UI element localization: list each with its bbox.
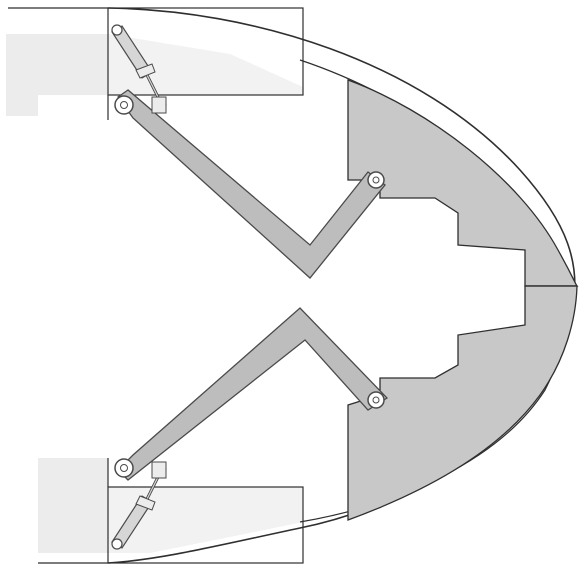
lower-frame-box	[107, 486, 304, 564]
upper-frame-box	[107, 7, 304, 96]
upper-arm-pivot	[114, 95, 134, 115]
lower-arm-door-pin-inner	[372, 396, 380, 404]
hull-background	[6, 34, 303, 553]
lower-arm-pivot-inner	[120, 464, 128, 472]
lower-deck-band	[38, 458, 108, 553]
upper-arm-door-pin-inner	[372, 176, 380, 184]
hydraulic-cylinder-upper	[111, 24, 167, 111]
upper-cylinder-top-pin	[111, 24, 123, 36]
linkage-arm-lower	[114, 307, 389, 481]
upper-arm-body	[117, 89, 386, 279]
upper-deck-band	[6, 34, 108, 116]
upper-rod-bracket	[151, 96, 167, 114]
lower-rod-bracket	[151, 461, 167, 479]
linkage-arm-upper	[114, 89, 386, 279]
bow-door-lower	[347, 285, 578, 521]
upper-deck-band-right	[108, 34, 303, 95]
bow-door-upper	[347, 79, 579, 287]
lower-cylinder-clamp	[135, 495, 156, 511]
upper-cylinder-clamp	[135, 63, 156, 79]
lower-frame	[107, 458, 304, 564]
lower-arm-pivot	[114, 458, 134, 478]
upper-arm-door-pin	[367, 171, 385, 189]
lower-deck-band-right	[108, 487, 303, 553]
upper-frame	[107, 7, 304, 120]
upper-arm-pivot-inner	[120, 101, 128, 109]
lower-arm-door-pin	[367, 391, 385, 409]
lower-cylinder-bottom-pin	[111, 538, 123, 550]
lower-arm-body	[117, 307, 389, 481]
